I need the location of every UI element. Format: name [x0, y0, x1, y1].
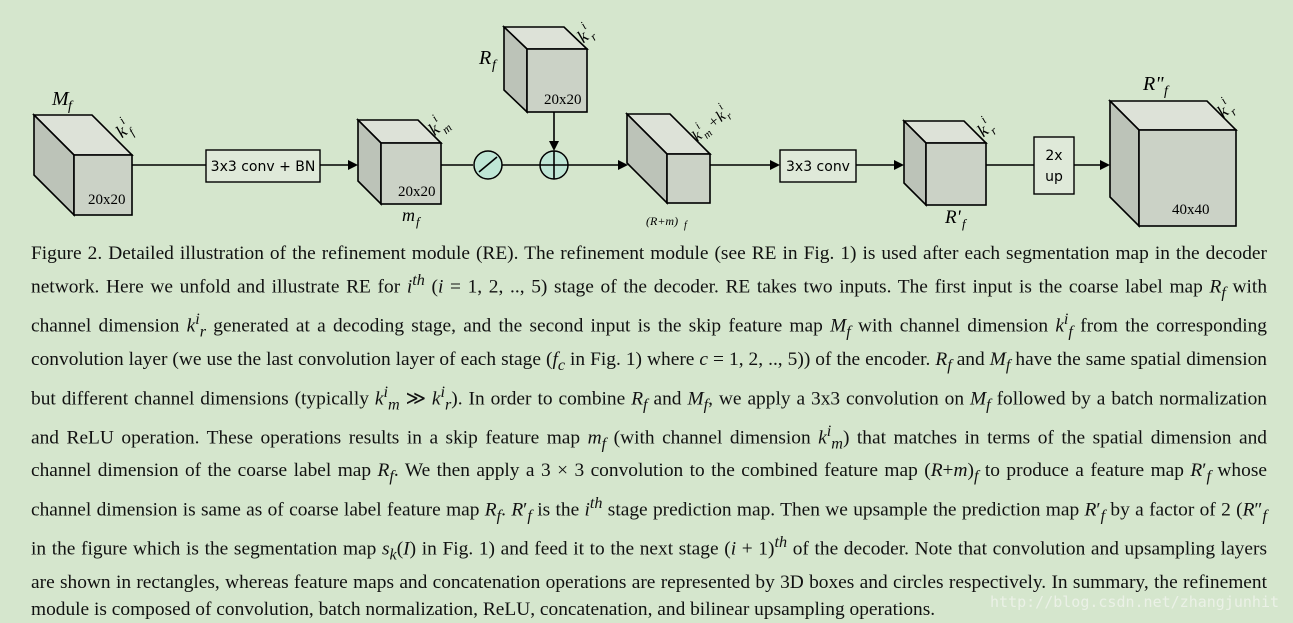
mf-feature-cube: M f k i f 20x20 — [32, 88, 139, 217]
conv-bn-box: 3x3 conv + BN — [205, 149, 321, 183]
rf-size: 20x20 — [544, 92, 582, 108]
rm-channel2-sub: r — [724, 110, 736, 122]
m-channel-sup: i — [429, 112, 441, 125]
rprime-name-sub: f — [962, 216, 968, 231]
m-name: m — [402, 205, 415, 225]
rdouble-name-sub: f — [1164, 84, 1170, 99]
mf-name: M — [51, 88, 70, 110]
rm-channel-sup: i — [693, 120, 703, 131]
rf-name: R — [478, 47, 491, 69]
mf-name-sub: f — [68, 99, 74, 114]
figure-caption: Figure 2. Detailed illustration of the r… — [31, 243, 1268, 620]
rf-coarse-cube: R f k i r 20x20 — [478, 19, 600, 114]
rdouble-channel-sup: i — [1218, 94, 1230, 107]
conv-box: 3x3 conv — [779, 149, 857, 183]
upsample-box: 2x up — [1033, 136, 1075, 195]
rprime-name: R' — [944, 207, 962, 228]
rprime-cube: R' f k i r — [902, 113, 1000, 231]
m-name-sub: f — [416, 214, 422, 229]
rm-name: (R+m) — [646, 214, 678, 228]
connection-lines — [132, 112, 1110, 170]
mf-size: 20x20 — [88, 192, 126, 208]
mf-skip-cube: m f k i m 20x20 — [356, 112, 455, 229]
mf-channel-sup: i — [116, 114, 128, 127]
rdouble-cube: R" f k i r 40x40 — [1108, 73, 1240, 228]
up-line2: up — [1045, 169, 1063, 185]
refinement-module-diagram: M f k i f 20x20 3x3 conv + BN m f k i m … — [32, 19, 1240, 231]
rf-name-sub: f — [492, 58, 498, 73]
conv-bn-label: 3x3 conv + BN — [211, 159, 316, 175]
rm-channel2-sup: i — [716, 101, 726, 112]
rm-name-sub: f — [684, 220, 688, 231]
concat-circle — [539, 150, 569, 180]
m-size: 20x20 — [398, 184, 436, 200]
rm-combined-cube: (R+m) f k i m +k i r — [625, 101, 736, 231]
relu-circle — [473, 150, 503, 180]
rf-channel-sup: i — [578, 19, 590, 32]
watermark-text: http://blog.csdn.net/zhangjunhit — [990, 593, 1279, 611]
up-line1: 2x — [1045, 148, 1062, 164]
conv-label: 3x3 conv — [786, 159, 850, 175]
rprime-channel-sup: i — [978, 113, 990, 126]
rdouble-name: R" — [1142, 73, 1164, 95]
rdouble-size: 40x40 — [1172, 202, 1210, 218]
